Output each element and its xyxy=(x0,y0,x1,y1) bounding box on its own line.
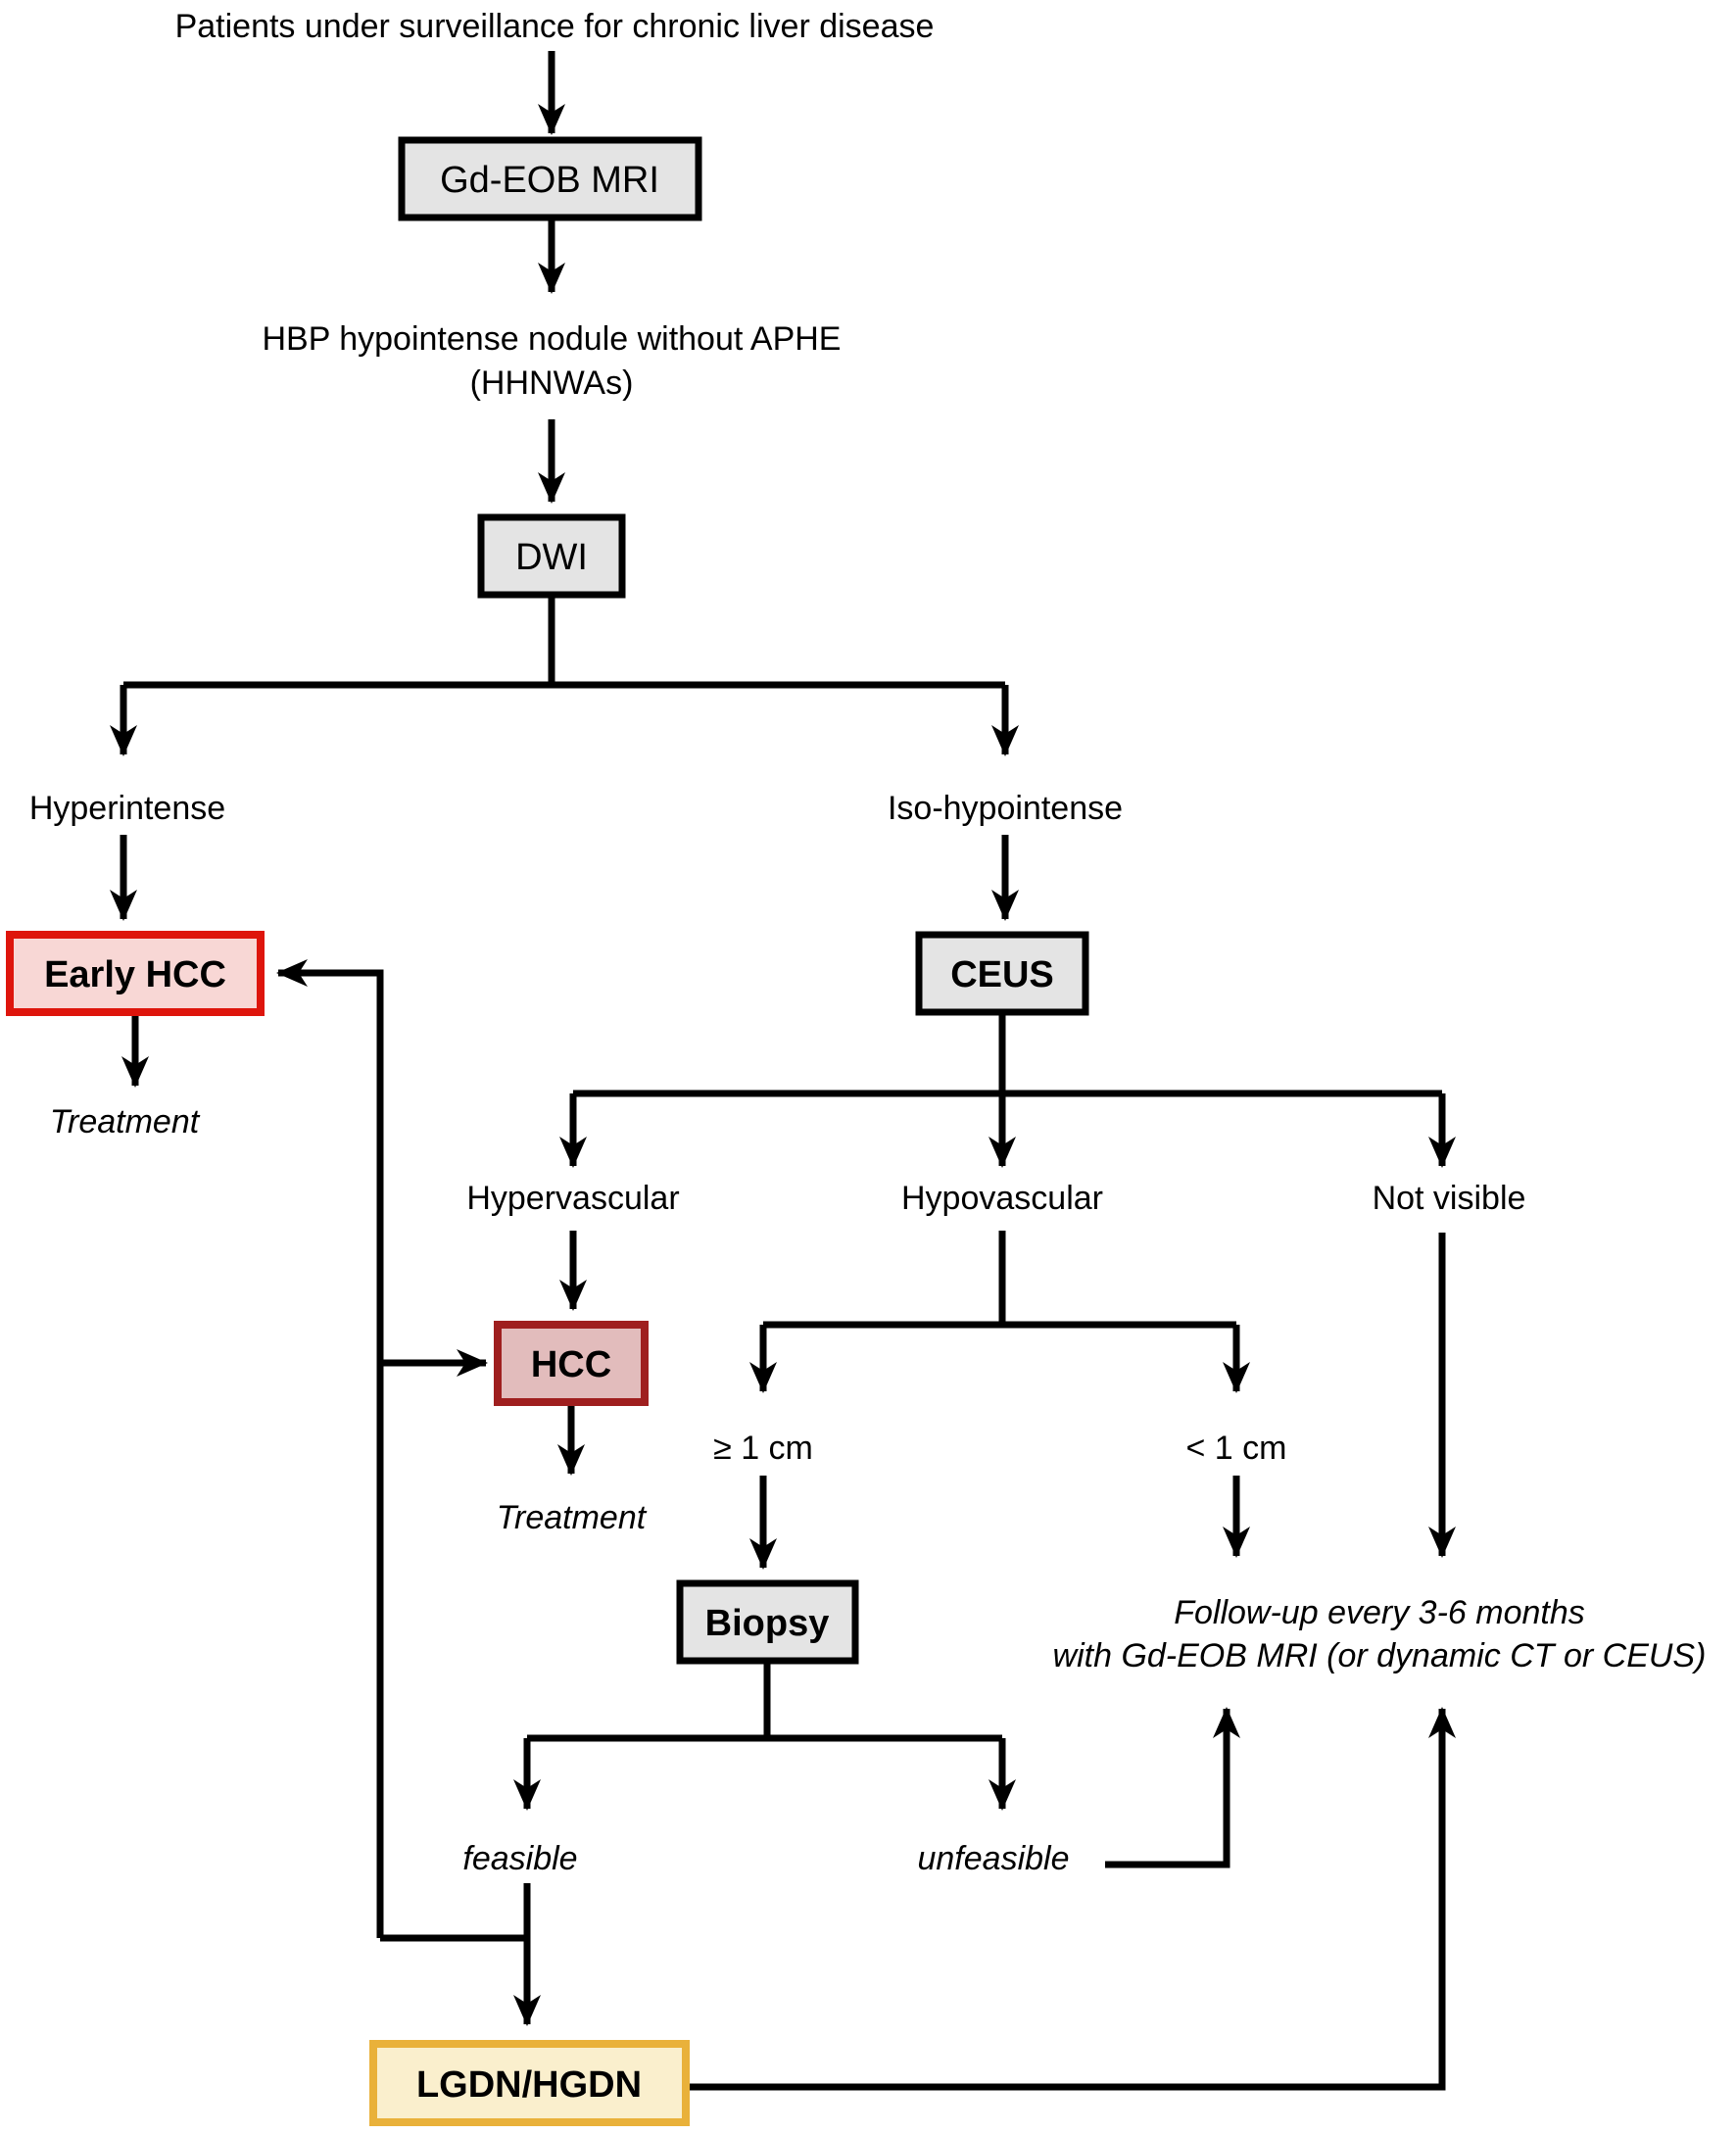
node-ceus-box xyxy=(915,931,1089,1016)
node-ceus-label: CEUS xyxy=(950,954,1054,995)
line-hypovascular-branch xyxy=(763,1231,1236,1329)
arrow-lgdn-to-followup xyxy=(686,1707,1456,2091)
hypervascular-label: Hypervascular xyxy=(466,1180,679,1217)
node-dwi-label: DWI xyxy=(515,537,588,578)
arrow-feedback-to-earlyhcc xyxy=(276,959,384,1938)
hypovascular-label: Hypovascular xyxy=(901,1180,1103,1217)
node-biopsy-label: Biopsy xyxy=(705,1603,830,1644)
followup-label-line1: Follow-up every 3-6 months xyxy=(1174,1594,1585,1631)
ge-1cm-label: ≥ 1 cm xyxy=(713,1430,813,1467)
node-hcc-box xyxy=(494,1321,649,1406)
treatment-hcc-label: Treatment xyxy=(497,1499,648,1536)
node-lgdn-box xyxy=(369,2040,690,2126)
iso-hypointense-label: Iso-hypointense xyxy=(888,790,1123,827)
node-gdeob-label: Gd-EOB MRI xyxy=(440,160,659,201)
hbp-nodule-label-line2: (HHNWAs) xyxy=(470,364,634,402)
line-ceus-branch xyxy=(573,1012,1442,1097)
hbp-nodule-label-line1: HBP hypointense nodule without APHE xyxy=(263,320,842,358)
page-title: Patients under surveillance for chronic … xyxy=(175,8,935,45)
unfeasible-label: unfeasible xyxy=(917,1840,1069,1877)
node-dwi-box xyxy=(477,513,626,599)
node-early-hcc-label: Early HCC xyxy=(44,954,226,995)
node-early-hcc-box xyxy=(6,931,265,1016)
line-biopsy-branch xyxy=(527,1661,1002,1742)
followup-label-line2: with Gd-EOB MRI (or dynamic CT or CEUS) xyxy=(1053,1637,1707,1674)
node-hcc-label: HCC xyxy=(531,1344,611,1385)
node-lgdn-label: LGDN/HGDN xyxy=(416,2064,642,2106)
line-dwi-branch xyxy=(123,595,1005,689)
arrow-unfeasible-to-followup xyxy=(1105,1707,1240,1868)
node-gdeob-box xyxy=(398,136,702,221)
feasible-label: feasible xyxy=(462,1840,577,1877)
not-visible-label: Not visible xyxy=(1373,1180,1526,1217)
node-biopsy-box xyxy=(676,1579,859,1665)
treatment-early-label: Treatment xyxy=(50,1103,201,1140)
lt-1cm-label: < 1 cm xyxy=(1186,1430,1287,1467)
hyperintense-label: Hyperintense xyxy=(29,790,225,827)
